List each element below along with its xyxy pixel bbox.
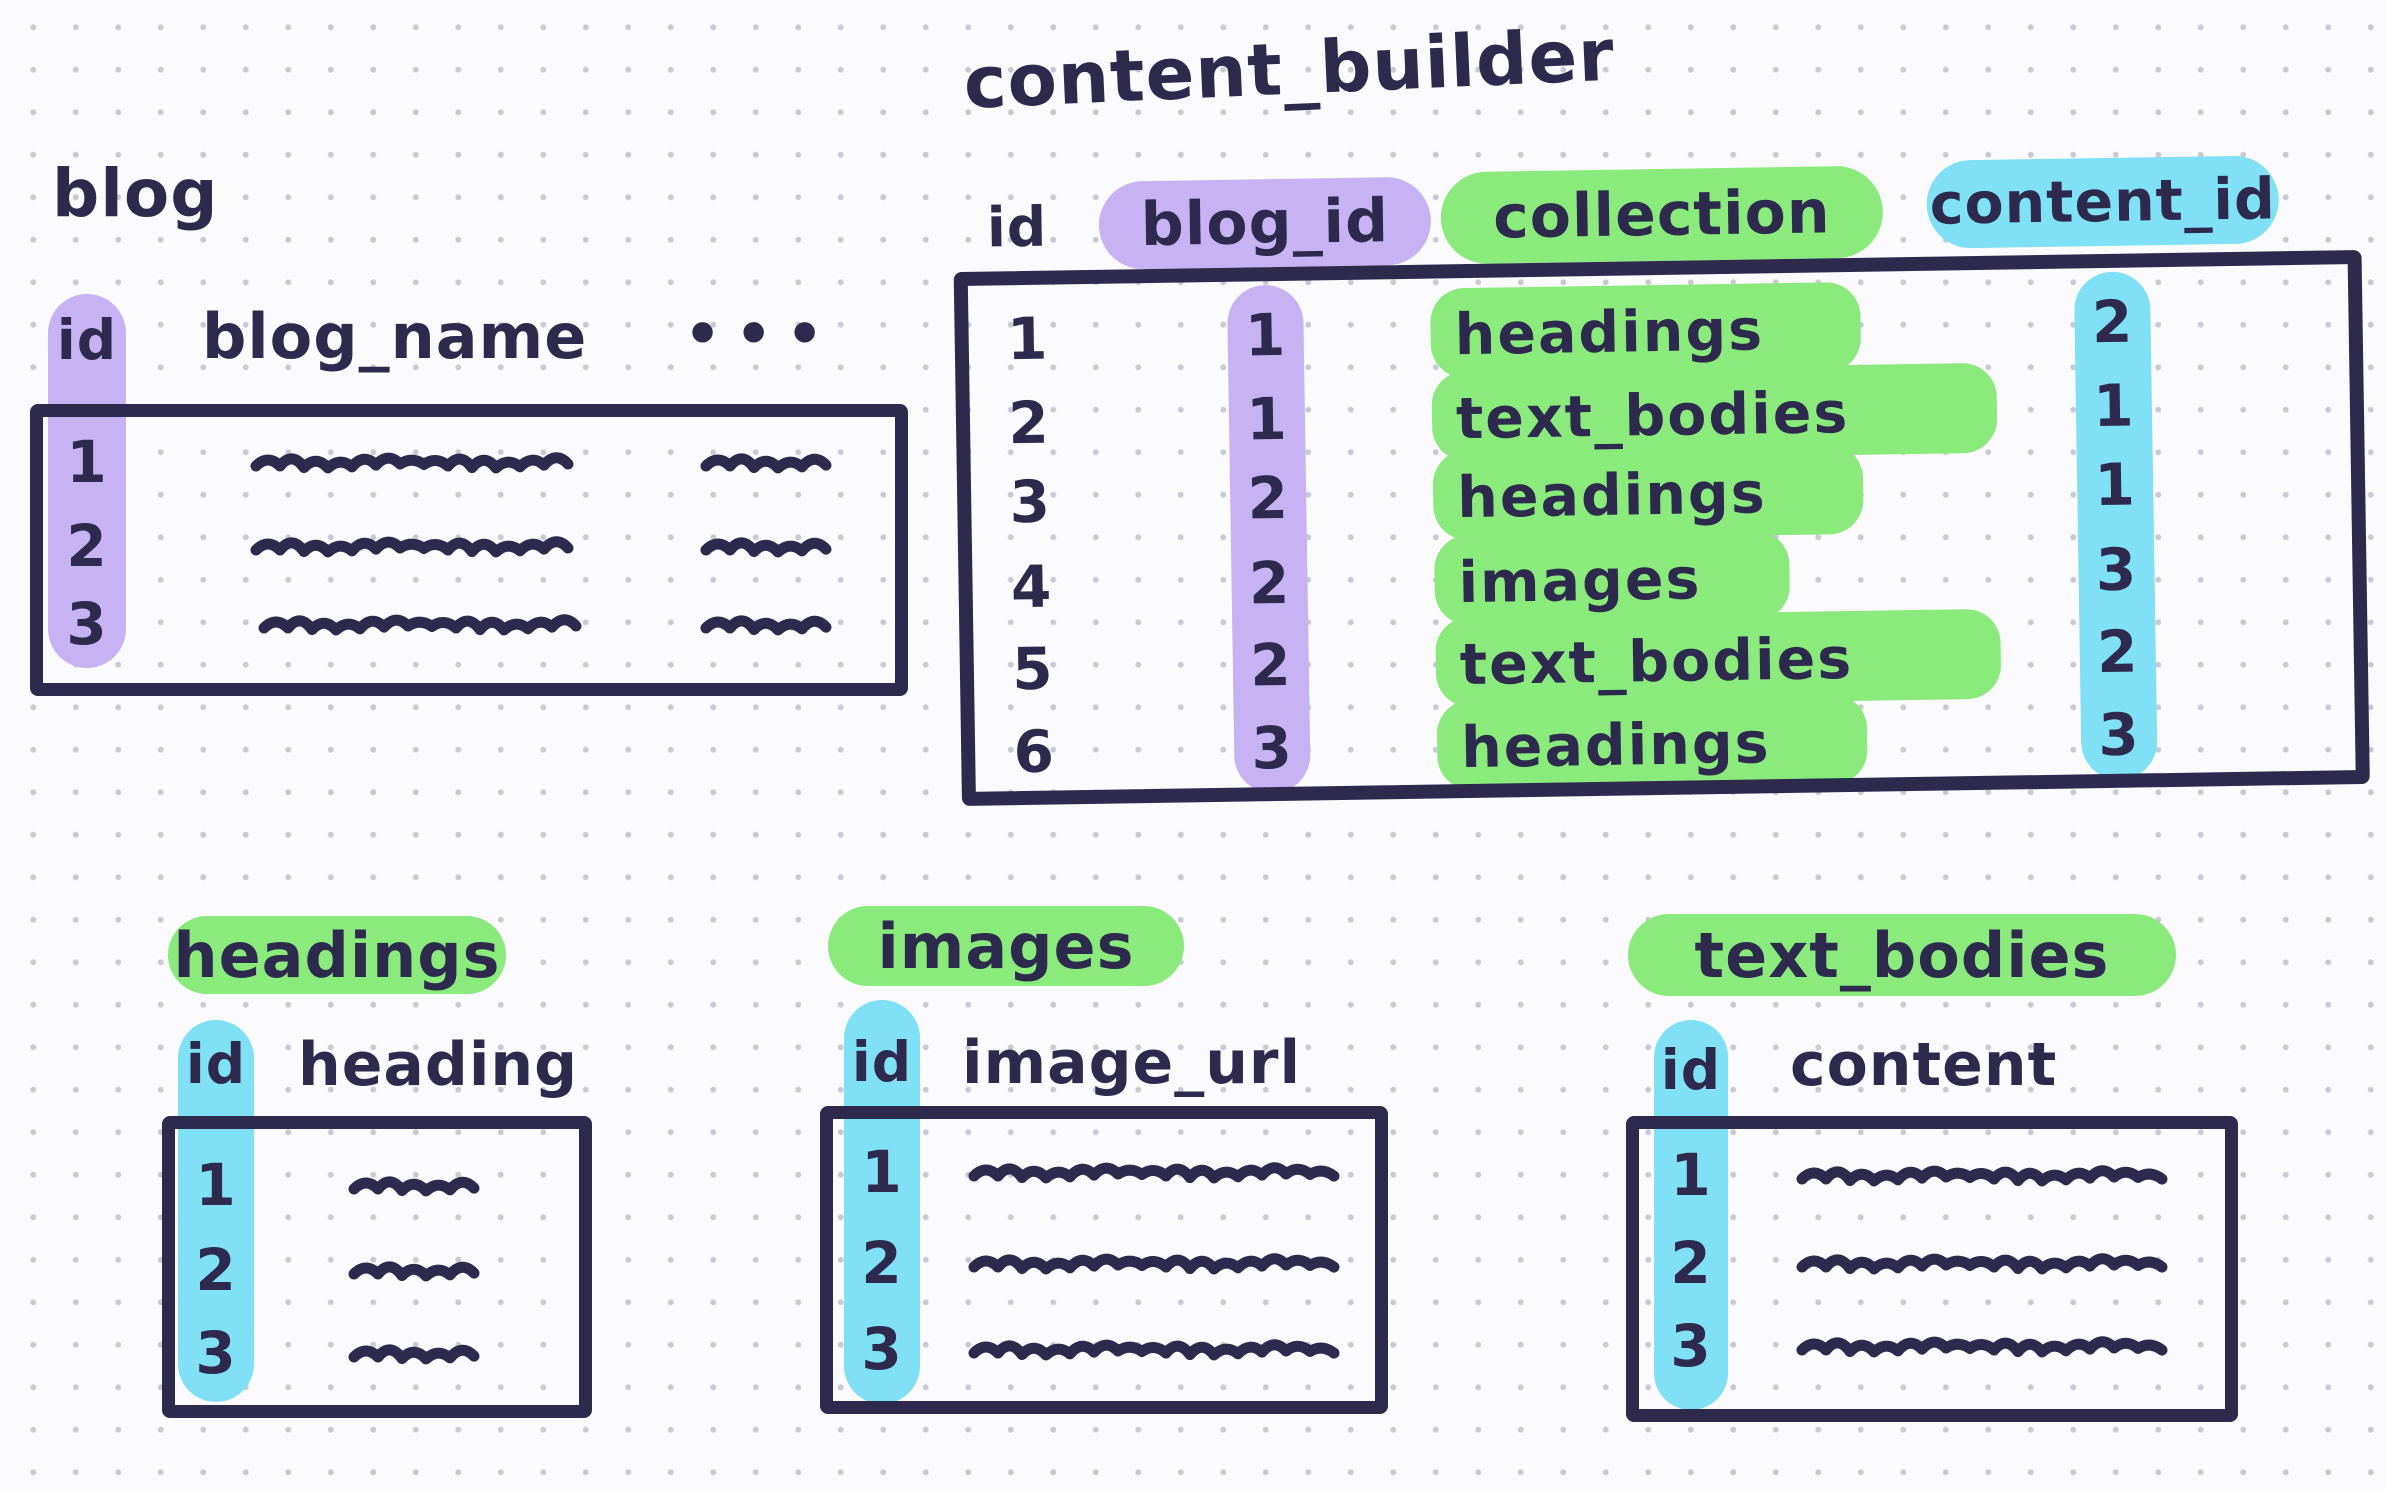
cb-cell-id: 5 xyxy=(1011,634,1055,704)
images-title-highlight xyxy=(828,906,1184,986)
text-bodies-title-highlight xyxy=(1628,914,2176,996)
cb-cell-blog-id: 3 xyxy=(1250,713,1294,783)
cb-cell-id: 1 xyxy=(1006,304,1049,374)
scribble-content xyxy=(1796,1165,2168,1187)
scribble-blog-name xyxy=(250,536,574,558)
blog-col-more-ellipsis: ••• xyxy=(684,300,838,368)
cb-cell-collection: headings xyxy=(1460,710,1772,782)
cb-col-blog-id: blog_id xyxy=(1140,186,1390,261)
scribble-heading xyxy=(348,1261,480,1282)
table-content-builder: content_builder id blog_id collection co… xyxy=(953,12,2370,806)
headings-table-title: headings xyxy=(173,918,501,992)
text-bodies-table-title: text_bodies xyxy=(1694,918,2110,992)
cb-cell-collection: text_bodies xyxy=(1455,380,1850,453)
table-headings: headings id heading 1 2 3 xyxy=(0,880,640,1460)
cb-cell-id: 3 xyxy=(1009,467,1052,537)
cb-cell-blog-id: 1 xyxy=(1245,384,1289,454)
headings-col-heading: heading xyxy=(298,1030,579,1100)
cb-cell-blog-id: 2 xyxy=(1247,463,1290,533)
scribble-image-url xyxy=(968,1162,1340,1184)
cb-cell-collection: text_bodies xyxy=(1459,625,1854,699)
images-col-id: id xyxy=(851,1030,913,1094)
headings-id-column-highlight xyxy=(178,1020,254,1402)
images-row-id: 2 xyxy=(861,1229,903,1297)
images-row-id: 3 xyxy=(861,1315,903,1383)
images-id-column-highlight xyxy=(844,1000,920,1404)
text-bodies-row-id: 1 xyxy=(1670,1141,1712,1209)
cb-cell-collection: images xyxy=(1458,546,1702,617)
cb-cell-content-id: 2 xyxy=(2096,617,2139,687)
text-bodies-table-border xyxy=(1626,1116,2238,1422)
blog-id-column-highlight xyxy=(48,294,126,668)
cb-col-collection: collection xyxy=(1492,177,1832,253)
scribble-blog-name xyxy=(250,452,574,474)
blog-row-id: 2 xyxy=(66,512,108,580)
scribble-content xyxy=(1796,1253,2168,1275)
cb-cell-content-id: 3 xyxy=(2097,700,2141,770)
images-col-image-url: image_url xyxy=(962,1028,1302,1098)
cb-cell-blog-id: 1 xyxy=(1244,300,1287,370)
headings-row-id: 1 xyxy=(195,1151,237,1219)
scribble-heading xyxy=(348,1176,480,1197)
table-images: images id image_url 1 2 3 xyxy=(700,880,1460,1460)
blog-table-border xyxy=(30,404,908,696)
images-table-title: images xyxy=(877,909,1135,983)
text-bodies-row-id: 3 xyxy=(1670,1312,1712,1380)
scribble-content xyxy=(1796,1336,2168,1358)
cb-cell-blog-id: 2 xyxy=(1249,630,1293,700)
headings-title-highlight xyxy=(168,916,506,994)
cb-col-content-id: content_id xyxy=(1929,166,2277,238)
cb-col-id: id xyxy=(986,194,1048,260)
blog-row-id: 3 xyxy=(66,590,108,658)
scribble-blog-name xyxy=(258,614,582,636)
text-bodies-id-column-highlight xyxy=(1654,1020,1728,1410)
headings-col-id: id xyxy=(185,1032,247,1096)
table-text-bodies: text_bodies id content 1 2 3 xyxy=(1560,880,2386,1460)
text-bodies-row-id: 2 xyxy=(1670,1229,1712,1297)
cb-cell-content-id: 1 xyxy=(2092,371,2136,441)
scribble-image-url xyxy=(968,1339,1340,1361)
content-builder-table-title: content_builder xyxy=(961,12,1617,125)
blog-col-id: id xyxy=(56,308,118,372)
scribble-image-url xyxy=(968,1253,1340,1275)
blog-col-blog-name: blog_name xyxy=(202,300,588,373)
images-table-border xyxy=(820,1106,1388,1414)
table-blog: blog id blog_name ••• 1 2 3 xyxy=(0,0,960,760)
cb-cell-content-id: 2 xyxy=(2091,287,2134,357)
headings-row-id: 2 xyxy=(195,1236,237,1304)
blog-row-id: 1 xyxy=(66,428,108,496)
scribble-extra xyxy=(700,615,832,636)
cb-cell-id: 4 xyxy=(1010,552,1053,622)
cb-cell-content-id: 3 xyxy=(2095,535,2138,605)
scribble-heading xyxy=(348,1344,480,1365)
cb-cell-id: 2 xyxy=(1007,388,1051,458)
blog-table-title: blog xyxy=(52,155,219,232)
cb-cell-content-id: 1 xyxy=(2093,450,2137,520)
scribble-extra xyxy=(700,537,832,558)
cb-cell-collection: headings xyxy=(1456,460,1768,532)
cb-cell-collection: headings xyxy=(1454,297,1765,369)
images-row-id: 1 xyxy=(861,1138,903,1206)
scribble-extra xyxy=(700,453,832,474)
headings-row-id: 3 xyxy=(195,1319,237,1387)
text-bodies-col-content: content xyxy=(1790,1030,2058,1100)
cb-cell-id: 6 xyxy=(1012,717,1056,787)
text-bodies-col-id: id xyxy=(1660,1038,1722,1102)
headings-table-border xyxy=(162,1116,592,1418)
cb-cell-blog-id: 2 xyxy=(1248,548,1291,618)
